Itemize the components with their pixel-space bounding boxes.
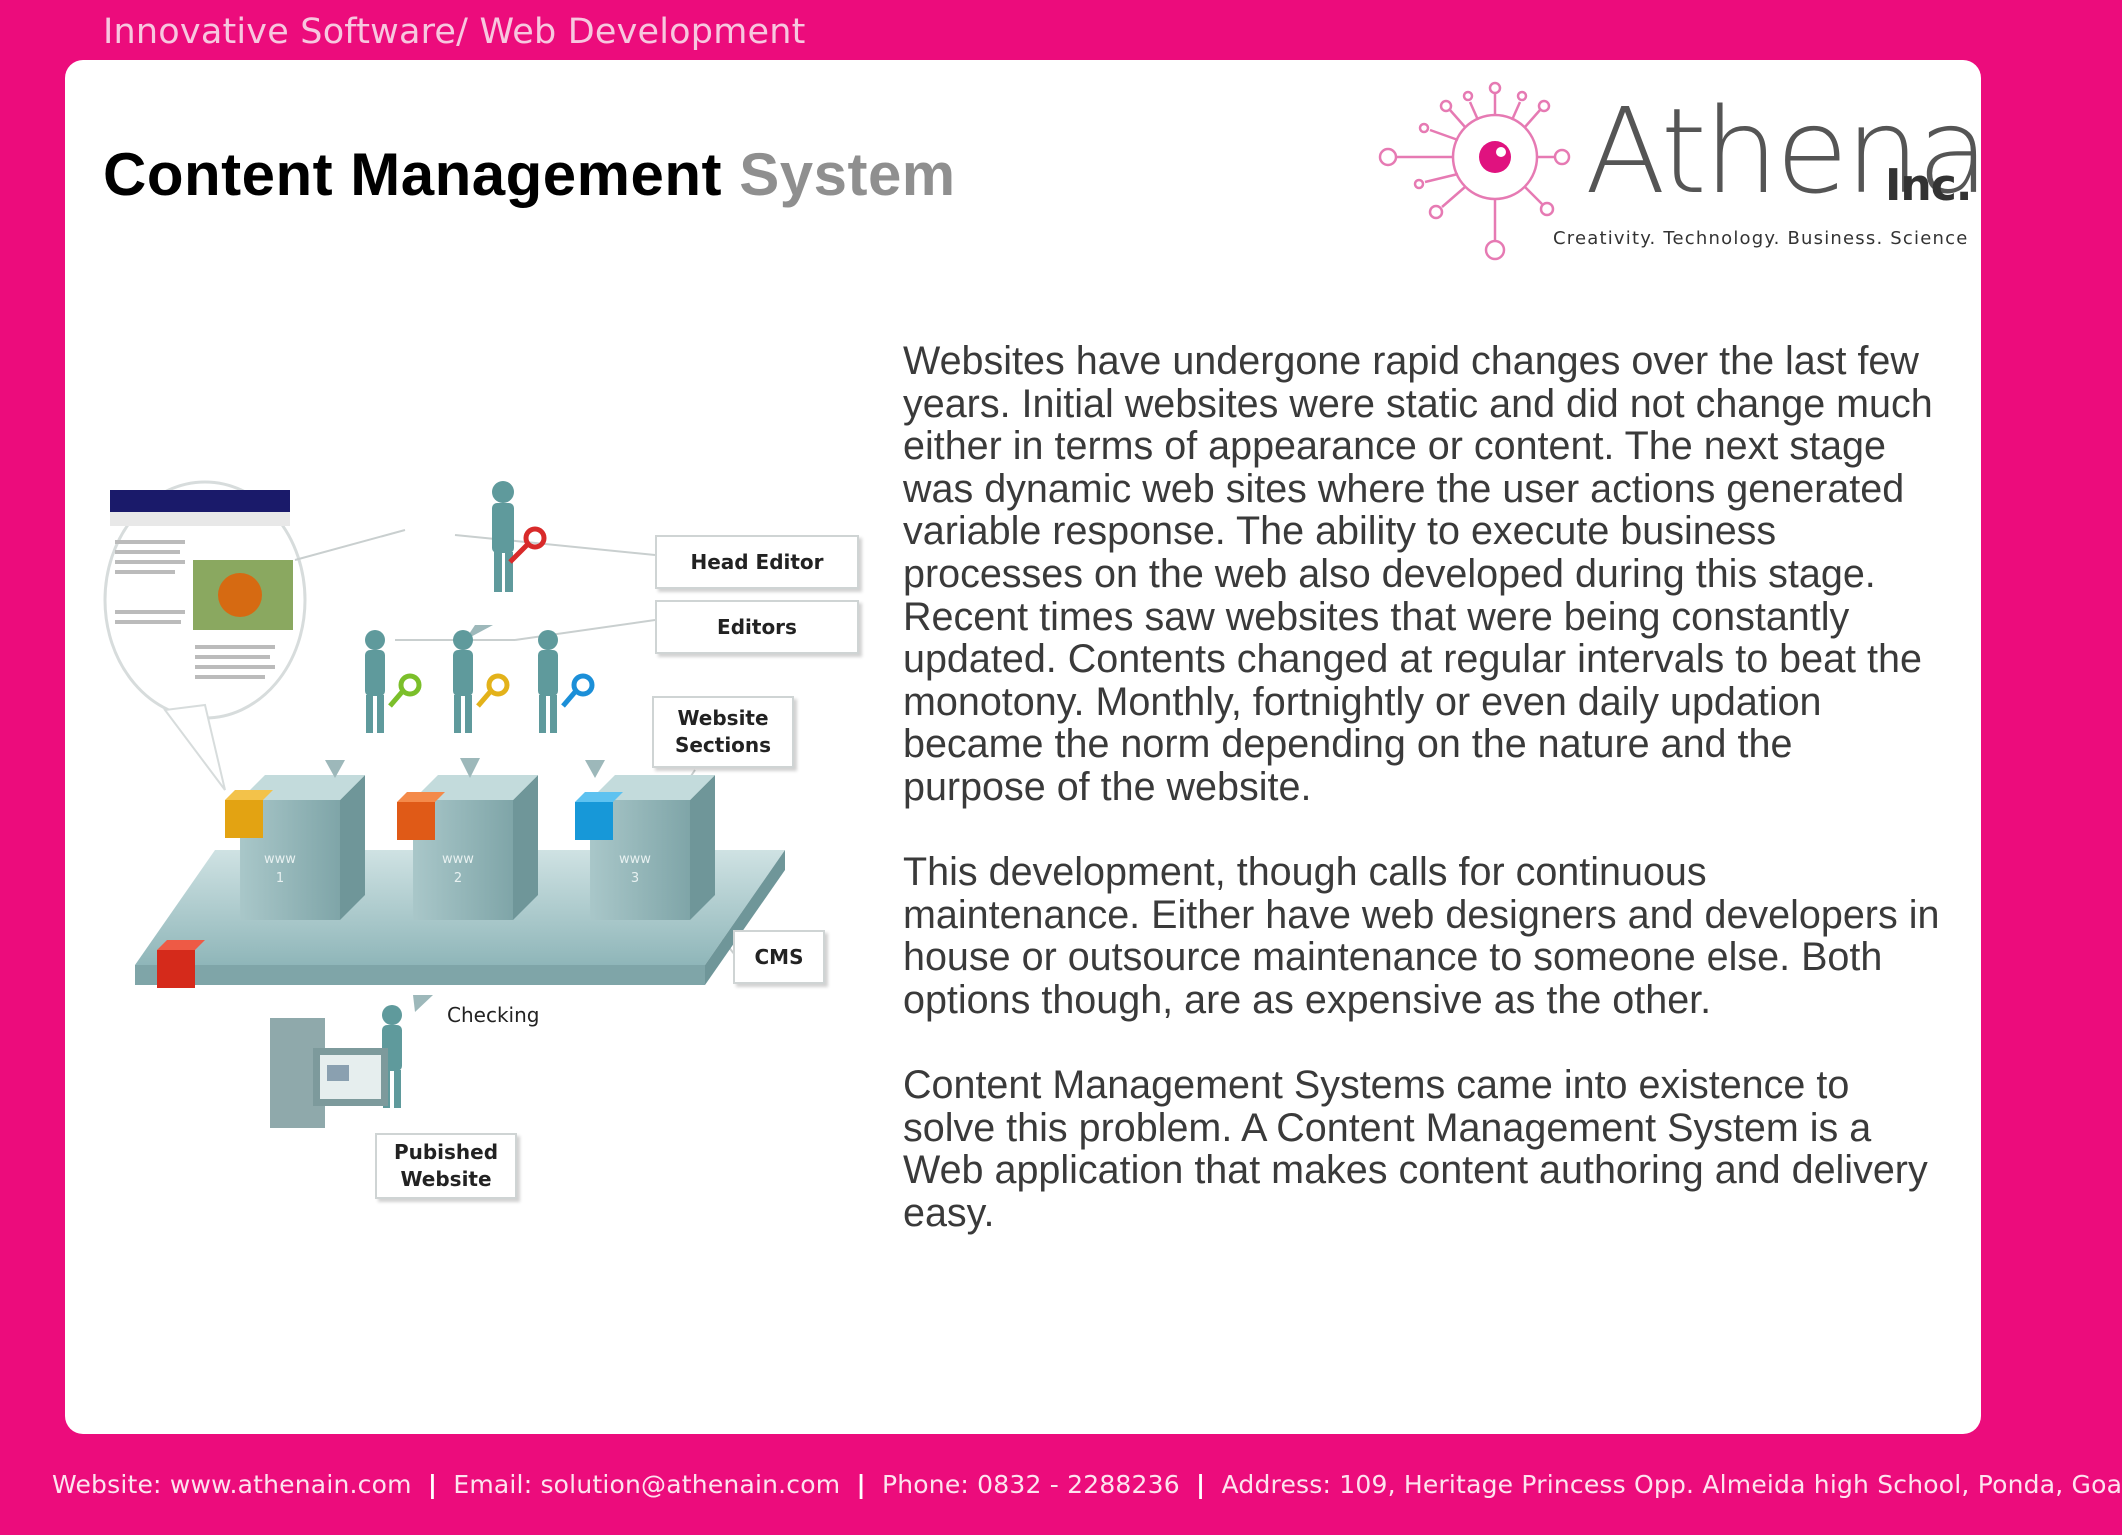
label-published-line1: Pubished: [393, 1140, 499, 1164]
label-website-sections: Website Sections: [652, 696, 794, 768]
footer-website: Website: www.athenain.com: [52, 1470, 412, 1499]
svg-text:www: www: [442, 852, 474, 867]
label-checking: Checking: [447, 1003, 540, 1027]
logo-wordmark: Athena: [1585, 82, 1989, 220]
paragraph-2: This development, though calls for conti…: [903, 850, 1940, 1022]
label-website-sections-line2: Sections: [674, 733, 772, 757]
footer-contact: Website: www.athenain.com | Email: solut…: [52, 1470, 2122, 1499]
svg-text:www: www: [619, 852, 651, 867]
page-title: Content Management System: [103, 140, 956, 209]
svg-text:2: 2: [454, 871, 462, 886]
title-main: Content Management: [103, 141, 723, 208]
footer-separator: |: [427, 1470, 438, 1499]
footer-separator: |: [1196, 1470, 1206, 1499]
footer-address: Address: 109, Heritage Princess Opp. Alm…: [1221, 1470, 2122, 1499]
footer-email: Email: solution@athenain.com: [453, 1470, 841, 1499]
cms-diagram-illustration: www 1 www 2 www 3: [103, 480, 785, 1128]
footer-separator: |: [856, 1470, 866, 1499]
label-editors: Editors: [655, 600, 859, 654]
logo-suffix: Inc.: [1885, 160, 1972, 211]
svg-text:www: www: [264, 852, 296, 867]
footer-phone: Phone: 0832 - 2288236: [881, 1470, 1180, 1499]
svg-text:1: 1: [276, 871, 284, 886]
label-published-line2: Website: [400, 1167, 492, 1191]
label-head-editor: Head Editor: [655, 535, 859, 589]
label-cms: CMS: [733, 930, 825, 984]
label-published-website: Pubished Website: [375, 1133, 517, 1199]
slide-card: [65, 60, 1981, 1434]
paragraph-3: Content Management Systems came into exi…: [903, 1063, 1928, 1235]
title-accent: System: [739, 141, 956, 208]
label-website-sections-line1: Website: [677, 706, 769, 730]
paragraph-1: Websites have undergone rapid changes ov…: [903, 339, 1933, 809]
athena-logo-icon: [1378, 81, 1571, 261]
svg-text:3: 3: [631, 871, 639, 886]
cms-diagram: www 1 www 2 www 3: [95, 460, 875, 1220]
logo-tagline: Creativity. Technology. Business. Scienc…: [1553, 228, 1969, 249]
body-text: Websites have undergone rapid changes ov…: [903, 340, 1943, 1277]
header-tagline: Innovative Software/ Web Development: [103, 12, 806, 52]
